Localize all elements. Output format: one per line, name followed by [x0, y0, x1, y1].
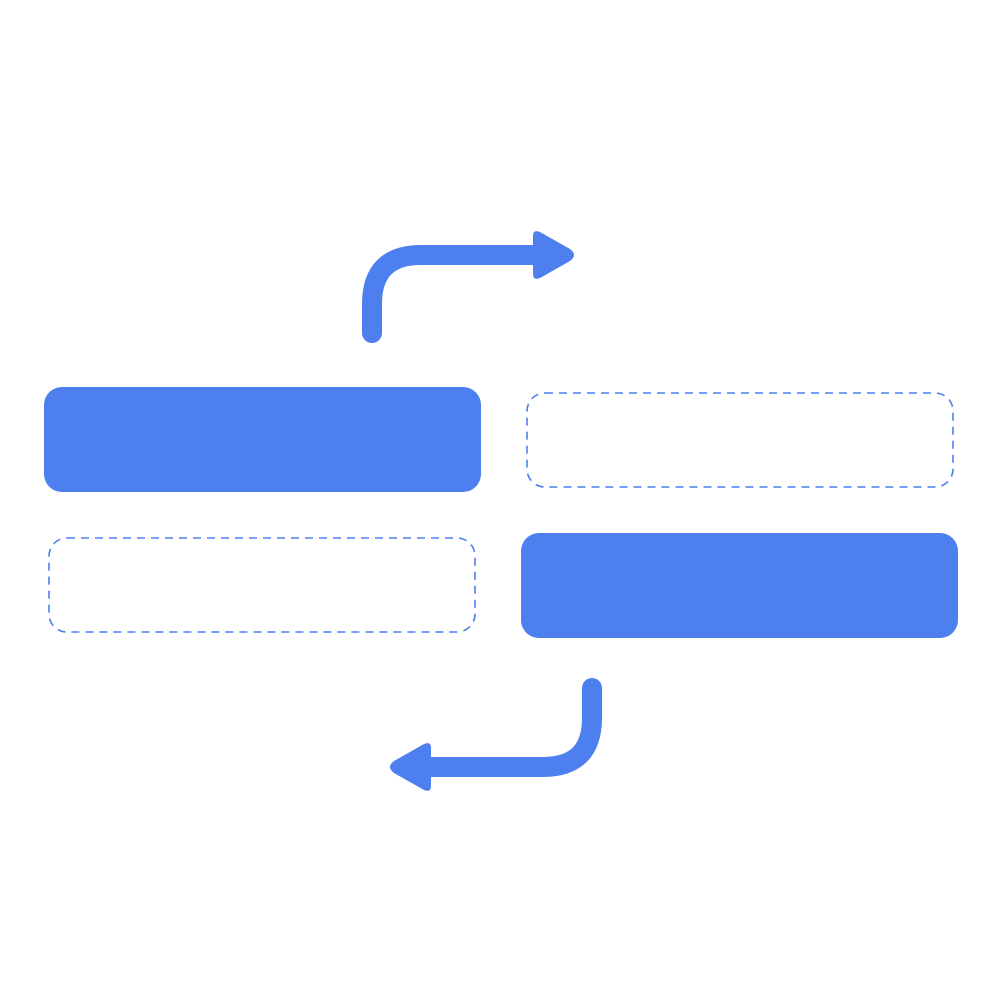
dashed-placeholder-left-bottom: [48, 537, 476, 633]
curved-arrow-right-icon: [362, 231, 574, 343]
filled-block-left-top: [44, 387, 481, 492]
filled-block-right-bottom: [521, 533, 958, 638]
dashed-placeholder-right-top: [526, 392, 954, 488]
curved-arrow-left-icon: [390, 678, 602, 791]
